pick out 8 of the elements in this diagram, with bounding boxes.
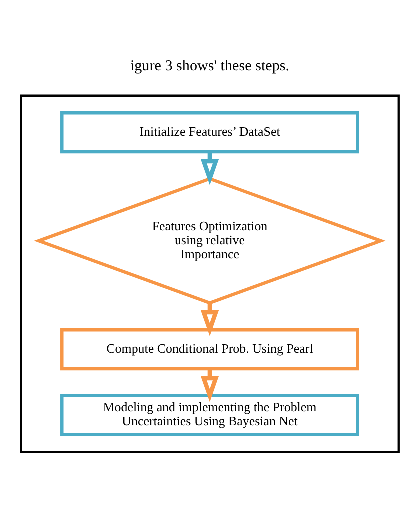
label: igure 3 shows' these steps. xyxy=(130,58,290,75)
node-diamond: Features Optimization using relative Importance xyxy=(34,177,386,305)
arrow xyxy=(200,152,220,186)
cluster xyxy=(20,94,400,454)
node-box: Initialize Features’ DataSet xyxy=(60,112,360,154)
node-box: Modeling and implementing the Problem Uncertainties Using Bayesian Net xyxy=(60,394,360,436)
node-box: Compute Conditional Prob. Using Pearl xyxy=(60,328,360,371)
arrow xyxy=(200,369,220,402)
